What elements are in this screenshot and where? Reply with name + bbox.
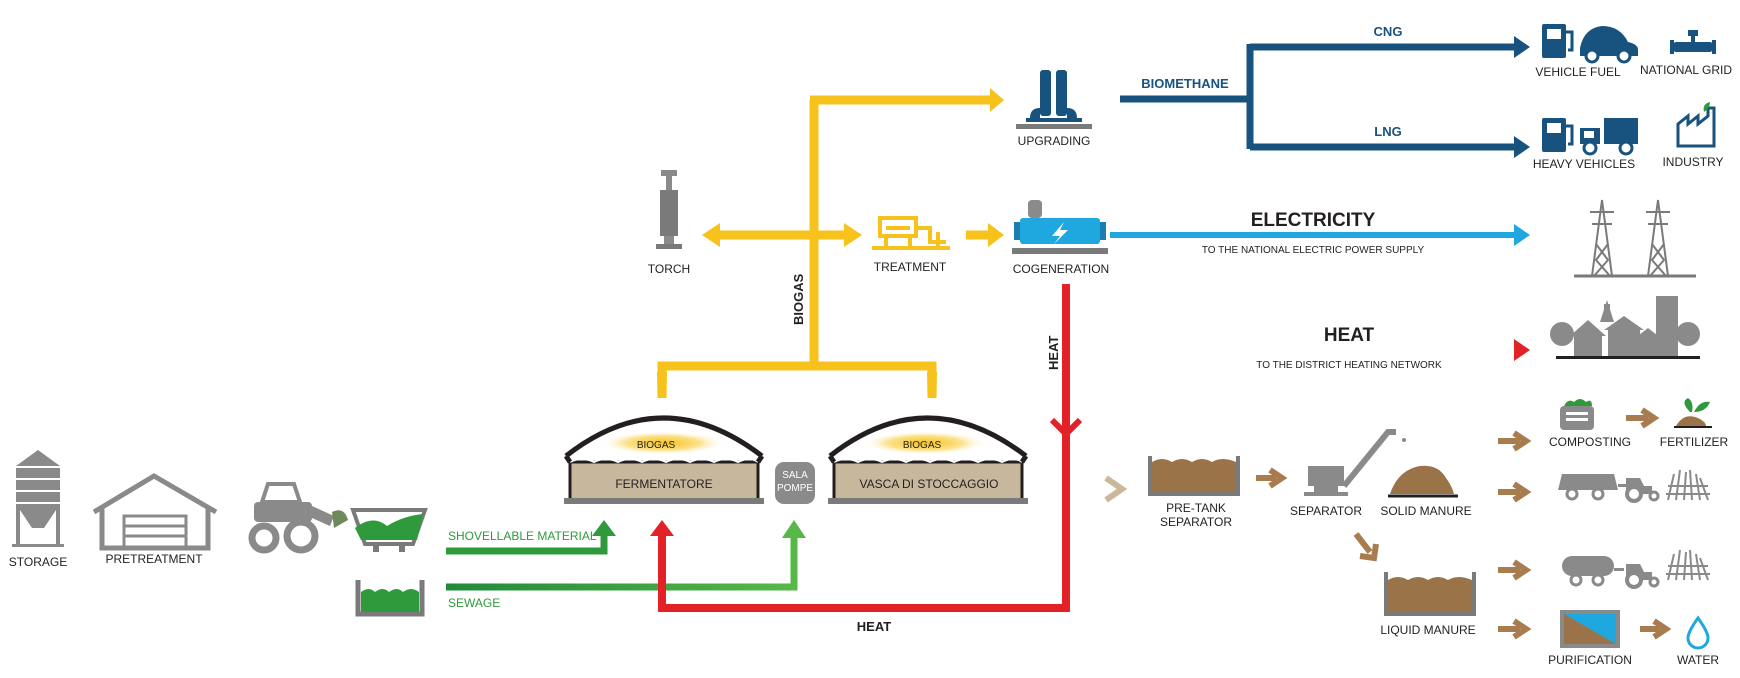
heat-sub-label: TO THE DISTRICT HEATING NETWORK [1256,360,1442,371]
national-grid-label: NATIONAL GRID [1640,63,1732,77]
storage-silo-icon [12,450,64,547]
heat-to-fermenter-arrow [650,520,674,536]
digestate-arrow [1104,475,1128,503]
biomethane-pipes [1120,43,1516,151]
crops-icon-1 [1666,469,1710,501]
arrow-to-cogeneration [988,223,1004,247]
storage-tank-biogas-label: BIOGAS [903,440,942,451]
solid-manure-pile-icon [1388,465,1458,498]
industry-factory-icon [1676,102,1716,148]
separator-machine-icon [1304,429,1406,496]
pre-tank-separator-icon [1148,456,1240,496]
fuel-car-icon [1542,24,1638,64]
sewage-arrow [446,520,806,591]
arrow-to-upgrading [990,88,1004,112]
pump-room-line1: SALA [782,470,808,481]
upgrading-label: UPGRADING [1018,134,1091,148]
lng-label: LNG [1374,124,1401,139]
liquid-manure-tank-icon [1384,572,1476,616]
fertilizer-icon [1674,398,1712,428]
torch-icon [656,170,682,249]
heavy-vehicles-label: HEAVY VEHICLES [1533,157,1635,171]
lng-arrow [1514,136,1530,158]
fermenter-label: FERMENTATORE [615,477,712,491]
composting-icon [1560,399,1594,430]
crops-icon-2 [1666,549,1710,581]
arrow-to-liquid-head [1359,543,1379,562]
cogeneration-icon [1012,200,1108,254]
pretank-label-line2: SEPARATOR [1160,515,1232,529]
heat-bottom-label: HEAT [857,619,891,634]
arrow-to-torch [702,223,720,247]
loader-tractor-icon [248,482,348,554]
composting-label: COMPOSTING [1549,435,1631,449]
pump-room-line2: POMPE [777,483,813,494]
district-village-icon [1550,296,1700,359]
upgrading-icon [1016,70,1092,129]
storage-label: STORAGE [9,555,67,569]
sewage-tank-icon [355,580,425,617]
water-label: WATER [1677,653,1719,667]
arrow-to-separator-head [1268,467,1288,489]
biogas-fade-right [927,372,937,398]
national-grid-valve-icon [1670,30,1716,54]
pretreatment-label: PRETREATMENT [105,552,203,566]
sewage-label: SEWAGE [448,596,500,610]
water-drop-icon [1686,615,1710,650]
fermenter-tank: BIOGAS FERMENTATORE [563,415,765,504]
heat-down-chevron [1049,417,1083,439]
treatment-label: TREATMENT [874,260,947,274]
heat-vertical-label: HEAT [1046,336,1061,370]
pump-room: SALA POMPE [775,462,815,504]
fermenter-biogas-label: BIOGAS [637,440,676,451]
electricity-label: ELECTRICITY [1251,210,1376,231]
biogas-fade-left [657,372,667,398]
electricity-sub-label: TO THE NATIONAL ELECTRIC POWER SUPPLY [1202,245,1425,256]
storage-tank-label: VASCA DI STOCCAGGIO [860,477,999,491]
torch-label: TORCH [648,262,690,276]
arrow-to-liquid [1353,532,1373,554]
heat-arrow [1514,339,1530,361]
fuel-truck-icon [1542,118,1638,156]
heat-label: HEAT [1324,325,1375,346]
shovellable-hopper-icon [350,508,428,552]
cogeneration-label: COGENERATION [1013,262,1109,276]
cng-arrow [1514,36,1530,58]
liquid-manure-label: LIQUID MANURE [1380,623,1475,637]
biomethane-label: BIOMETHANE [1141,76,1229,91]
fertilizer-label: FERTILIZER [1660,435,1729,449]
arrow-to-treatment [844,223,862,247]
storage-tank: BIOGAS VASCA DI STOCCAGGIO [827,415,1029,504]
shovellable-arrow [446,520,616,555]
treatment-icon [872,216,950,250]
solid-spreader-tractor-icon [1558,474,1660,503]
pretreatment-shed-icon [92,473,218,551]
biogas-vertical-label: BIOGAS [791,273,806,325]
purification-icon [1560,610,1620,648]
electricity-arrow [1514,224,1530,246]
shovellable-label: SHOVELLABLE MATERIAL [448,529,597,543]
purification-label: PURIFICATION [1548,653,1632,667]
industry-label: INDUSTRY [1662,155,1723,169]
vehicle-fuel-label: VEHICLE FUEL [1535,65,1621,79]
cng-label: CNG [1374,24,1403,39]
brown-arrows [1498,407,1672,640]
separator-label: SEPARATOR [1290,504,1362,518]
power-pylons-icon [1574,199,1696,278]
liquid-spreader-tractor-icon [1562,556,1660,589]
solid-manure-label: SOLID MANURE [1380,504,1471,518]
pretank-label-line1: PRE-TANK [1166,501,1226,515]
heat-return-pipes [658,284,1070,612]
